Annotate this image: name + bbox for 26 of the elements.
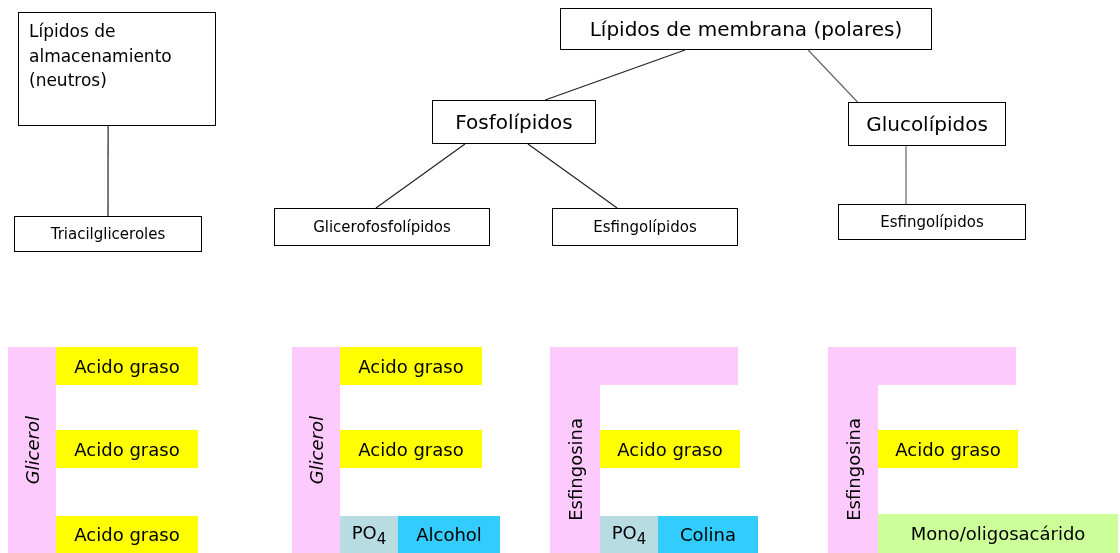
head-group-block: Colina [658,516,758,553]
category-box: Lípidos de almacenamiento (neutros) [18,12,216,126]
class-box: Esfingolípidos [838,204,1026,240]
head-group-block: Alcohol [398,516,500,553]
class-box: Esfingolípidos [552,208,738,246]
fatty-acid-block: Acido graso [56,430,198,468]
connector-line [107,125,109,217]
class-box: Triacilgliceroles [14,216,202,252]
category-box: Lípidos de membrana (polares) [560,8,932,50]
fatty-acid-block: Acido graso [56,347,198,385]
backbone-bar: Glicerol [292,347,340,553]
fatty-acid-block: Acido graso [340,347,482,385]
phosphate-block: PO$_{4}$ [600,516,658,553]
connector-line [544,49,686,101]
phosphate-block: PO$_{4}$ [340,516,398,553]
fatty-acid-block: Acido graso [600,430,740,468]
category-box: Glucolípidos [848,102,1006,146]
connector-line [807,49,859,103]
connector-line [375,143,466,209]
connector-line [905,145,907,205]
backbone-bar: Glicerol [8,347,56,553]
category-box: Fosfolípidos [432,100,596,144]
fatty-acid-block: Acido graso [340,430,482,468]
fatty-acid-block: Acido graso [56,516,198,553]
class-box: Glicerofosfolípidos [274,208,490,246]
connector-line [527,143,618,209]
